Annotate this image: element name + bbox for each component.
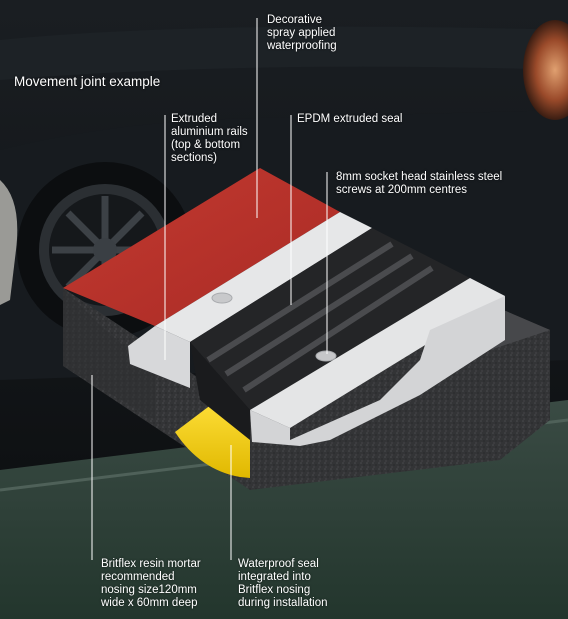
callout-waterproof-seal: Waterproof seal integrated into Britflex…: [238, 558, 328, 609]
left-rail-screw: [211, 292, 233, 304]
epdm-seal-ribs: [206, 241, 434, 393]
red-waterproofing-surface: [63, 168, 340, 326]
callout-epdm-seal: EPDM extruded seal: [297, 113, 403, 125]
left-aluminium-rail-top: [155, 212, 372, 342]
left-mortar-side-shade: [63, 288, 155, 420]
epdm-seal-body: [190, 228, 470, 410]
tail-lamp-shape: [523, 20, 568, 120]
car-panel-shape: [0, 180, 18, 305]
right-aluminium-rail-face: [250, 296, 505, 446]
callout-decorative-waterproofing: Decorative spray applied waterproofing: [267, 14, 337, 52]
right-rail-screw: [315, 350, 337, 362]
callout-aluminium-rails: Extruded aluminium rails (top & bottom s…: [171, 113, 248, 164]
car-roofline-shape: [0, 26, 568, 81]
callout-socket-screws: 8mm socket head stainless steel screws a…: [336, 171, 503, 196]
epdm-seal-front: [190, 342, 250, 440]
leader-lines: [91, 18, 328, 560]
left-aluminium-rail-face: [128, 326, 190, 388]
diagram-title: Movement joint example: [14, 74, 161, 89]
callout-resin-mortar: Britflex resin mortar recommended nosing…: [101, 558, 201, 609]
right-aluminium-rail-top: [250, 278, 505, 428]
